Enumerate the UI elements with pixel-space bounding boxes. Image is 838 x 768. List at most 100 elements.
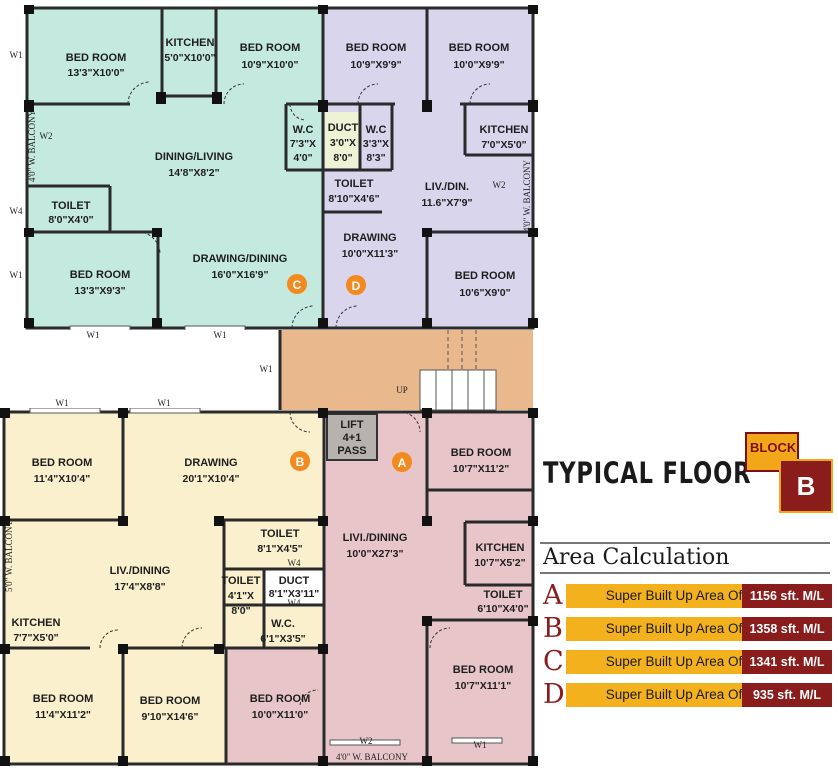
lift-label: PASS <box>337 445 366 457</box>
room-dim: 3'3"X <box>363 138 389 150</box>
room-dim: 7'0"X5'0" <box>481 139 526 151</box>
lift-label: 4+1 <box>343 432 362 444</box>
floor-plan: W1 W4 W1 W2 W1 W1 W1 W1 W1 W2 W4 W4 W2 W… <box>0 5 538 766</box>
window-label: W1 <box>474 740 487 750</box>
area-row-value: 1341 sft. M/L <box>742 650 832 674</box>
room-name: DUCT <box>328 122 359 134</box>
room-name: KITCHEN <box>12 617 61 629</box>
room-name: BED ROOM <box>70 269 131 281</box>
area-row-letter: C <box>543 646 564 677</box>
window-label: W4 <box>288 598 301 608</box>
room-dim: 10'0"X11'0" <box>252 709 308 721</box>
room-name: LIVI./DINING <box>343 532 408 544</box>
room-dim: 8'0"X4'0" <box>48 214 93 226</box>
room-dim: 10'6"X9'0" <box>459 287 510 299</box>
room-dim: 10'9"X9'9" <box>350 59 401 71</box>
room-name: BED ROOM <box>455 270 516 282</box>
room-dim: 10'0"X11'3" <box>342 248 398 260</box>
stair-steps <box>419 369 497 411</box>
room-dim: 13'3"X10'0" <box>68 67 125 79</box>
window-label: W1 <box>158 398 171 408</box>
room-dim: 8'10"X4'6" <box>328 193 379 205</box>
svg-text:B: B <box>296 455 305 469</box>
area-row-value: 935 sft. M/L <box>742 683 832 707</box>
area-row-a: A Super Built Up Area Of 1156 sft. M/L <box>543 580 833 611</box>
room-name: BED ROOM <box>32 457 93 469</box>
room-name: BED ROOM <box>346 42 407 54</box>
plan-title: TYPICAL FLOOR <box>543 456 752 490</box>
block-word: BLOCK <box>750 440 797 455</box>
room-name: LIV./DIN. <box>425 181 469 193</box>
room-dim: 9'10"X14'6" <box>142 711 199 723</box>
area-row-letter: B <box>543 613 563 644</box>
room-name: BED ROOM <box>66 52 127 64</box>
room-name: BED ROOM <box>451 447 512 459</box>
room-dim: 16'0"X16'9" <box>212 269 269 281</box>
room-dim: 17'4"X8'8" <box>114 581 165 593</box>
lift-label: LIFT <box>340 419 363 431</box>
window-label: W1 <box>260 364 273 374</box>
room-name: W.C <box>293 124 314 136</box>
room-name: DUCT <box>279 575 310 587</box>
room-dim: 10'7"X11'1" <box>455 680 511 692</box>
room-dim: 10'0"X9'9" <box>453 59 504 71</box>
area-row-d: D Super Built Up Area Of 935 sft. M/L <box>543 679 833 710</box>
room-dim: 10'7"X11'2" <box>453 463 509 475</box>
room-dim: 13'3"X9'3" <box>74 285 125 297</box>
unit-marker-b: B <box>290 451 310 471</box>
room-name: DRAWING <box>184 457 237 469</box>
room-dim: 8'1"X4'5" <box>257 543 302 555</box>
area-row-letter: D <box>543 679 565 710</box>
room-name: TOILET <box>484 589 523 601</box>
room-dim: 8'0" <box>231 605 250 617</box>
room-dim: 7'3"X <box>290 138 316 150</box>
balcony-label-a: 4'0" W. BALCONY <box>336 752 409 762</box>
area-calculation-title: Area Calculation <box>543 545 730 570</box>
room-dim: 8'1"X3'11" <box>269 588 320 600</box>
window-label: W1 <box>214 330 227 340</box>
room-dim: 11'4"X10'4" <box>34 473 90 485</box>
balcony-label-b: 5'0" W. BALCONY <box>4 519 14 592</box>
room-name: BED ROOM <box>453 664 514 676</box>
window-label: W1 <box>87 330 100 340</box>
window-label: W2 <box>360 736 373 746</box>
area-row-letter: A <box>543 580 563 611</box>
balcony-label-d: 4'0" W. BALCONY <box>522 159 532 232</box>
room-name: TOILET <box>222 575 261 587</box>
room-dim: 5'0"X10'0" <box>164 52 215 64</box>
room-name: TOILET <box>52 200 91 212</box>
room-name: DINING/LIVING <box>155 151 233 163</box>
room-name: BED ROOM <box>140 695 201 707</box>
room-name: BED ROOM <box>449 42 510 54</box>
stair-up-label: UP <box>396 385 408 395</box>
area-row-value: 1358 sft. M/L <box>742 617 832 641</box>
room-dim: 7'7"X5'0" <box>13 632 58 644</box>
divider <box>540 572 830 574</box>
divider <box>540 542 830 544</box>
room-dim: 10'0"X27'3" <box>347 548 404 560</box>
room-name: DRAWING/DINING <box>193 253 288 265</box>
svg-text:A: A <box>398 456 407 470</box>
room-name: W.C <box>366 124 387 136</box>
room-dim: 8'0" <box>333 152 352 164</box>
unit-marker-d: D <box>346 275 366 295</box>
unit-c-balcony-area <box>27 104 41 186</box>
outdoor-strip <box>10 330 278 408</box>
room-dim: 6'10"X4'0" <box>477 603 528 615</box>
room-name: BED ROOM <box>250 693 311 705</box>
block-letter-badge: B <box>779 459 833 513</box>
lift-box <box>326 413 378 461</box>
window-label: W4 <box>10 206 23 216</box>
room-dim: 8'3" <box>366 152 385 164</box>
unit-c-area <box>27 8 323 328</box>
room-dim: 3'0"X <box>330 137 356 149</box>
window-label: W2 <box>40 131 53 141</box>
room-dim: 20'1"X10'4" <box>183 473 240 485</box>
unit-marker-a: A <box>392 452 412 472</box>
room-name: KITCHEN <box>166 37 215 49</box>
balcony-label-c: 4'0" W. BALCONY <box>27 109 37 182</box>
room-name: TOILET <box>261 528 300 540</box>
room-dim: 11.6"X7'9" <box>422 197 473 209</box>
room-dim: 14'8"X8'2" <box>168 167 219 179</box>
room-dim: 4'0" <box>293 152 312 164</box>
